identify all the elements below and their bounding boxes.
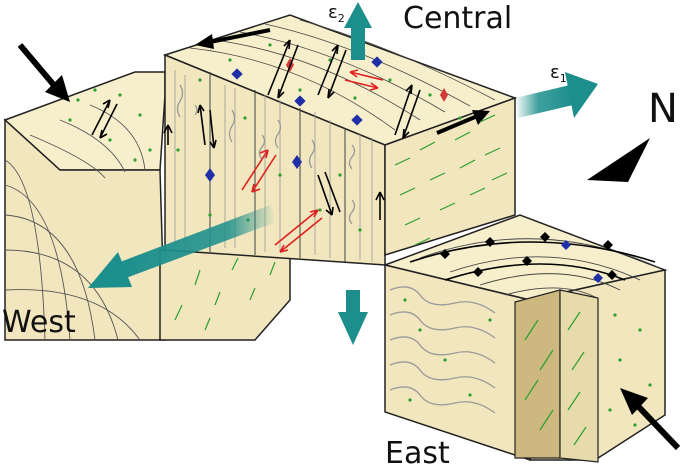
- east-slot-back: [515, 290, 560, 458]
- east-slot-side: [560, 290, 598, 462]
- epsilon1-symbol: ε: [550, 62, 560, 83]
- west-label: West: [2, 305, 76, 340]
- epsilon2-label: ε2: [328, 2, 345, 25]
- west-compression-arrow-icon: [20, 45, 70, 102]
- epsilon1-label: ε1: [550, 62, 567, 85]
- east-label: East: [385, 436, 450, 471]
- west-lower-block: [160, 250, 290, 340]
- epsilon2-subscript: 2: [338, 12, 345, 25]
- north-label: N: [648, 86, 678, 132]
- east-block: [385, 215, 678, 462]
- central-label: Central: [403, 1, 512, 36]
- north-pointer-icon: [587, 138, 650, 182]
- epsilon2-symbol: ε: [328, 2, 338, 23]
- epsilon1-subscript: 1: [560, 72, 567, 85]
- epsilon2-down-arrow-icon: [338, 290, 368, 345]
